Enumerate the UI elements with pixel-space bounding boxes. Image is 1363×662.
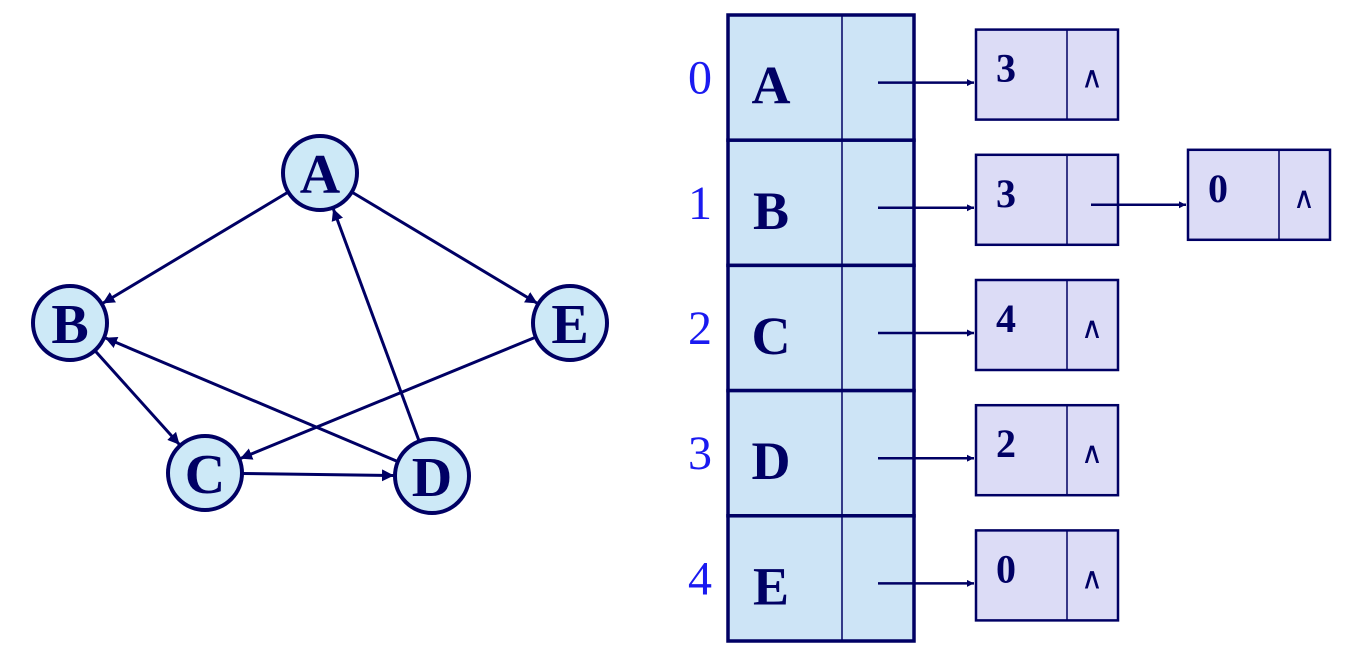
graph-edge-a-e [350, 190, 539, 305]
node-value: 2 [996, 421, 1016, 466]
vertex-cell [726, 263, 916, 393]
graph-edge-d-b [104, 336, 399, 463]
list-node: 4∧ [974, 278, 1120, 372]
node-box [974, 403, 1120, 497]
graph-edge-a-b [101, 190, 290, 305]
graph-edge-e-c [239, 335, 537, 460]
list-node: 0∧ [974, 529, 1120, 622]
vertex-name: B [753, 181, 789, 241]
list-node: 3∧ [974, 28, 1120, 121]
graph-edge-c-d [241, 469, 395, 482]
graph-edge-b-c [93, 349, 181, 446]
node-value: 0 [996, 546, 1016, 591]
vertex-circle [31, 284, 109, 362]
row-index: 4 [688, 552, 712, 605]
graph-edges [93, 190, 539, 482]
node-box [974, 278, 1120, 372]
vertex-label: B [51, 294, 88, 356]
vertex-label: A [300, 144, 341, 206]
graph-vertex-c: C [166, 434, 244, 512]
vertex-cell [726, 514, 916, 643]
null-pointer-symbol: ∧ [1081, 311, 1103, 346]
vertex-label: C [185, 444, 225, 506]
list-node: 2∧ [974, 403, 1120, 497]
graph-vertex-d: D [393, 437, 471, 515]
row-index: 0 [688, 52, 712, 105]
row-index: 2 [688, 302, 712, 355]
row-index: 1 [688, 177, 712, 230]
node-box [974, 529, 1120, 622]
graph-vertex-a: A [281, 134, 359, 212]
vertex-label: E [551, 294, 588, 356]
node-value: 4 [996, 296, 1016, 341]
vertex-label: D [412, 447, 452, 509]
null-pointer-symbol: ∧ [1081, 61, 1103, 96]
vertex-name: A [752, 56, 791, 116]
vertex-name: E [753, 556, 789, 616]
null-pointer-symbol: ∧ [1081, 436, 1103, 471]
vertex-circle [166, 434, 244, 512]
node-value: 3 [996, 171, 1016, 216]
vertex-cell [726, 13, 916, 142]
node-box [1186, 148, 1332, 242]
node-box [974, 28, 1120, 121]
null-pointer-symbol: ∧ [1293, 181, 1315, 216]
vertex-circle [531, 284, 609, 362]
graph-vertex-e: E [531, 284, 609, 362]
list-node: 0∧ [1186, 148, 1332, 242]
node-value: 0 [1208, 166, 1228, 211]
vertex-name: D [752, 431, 791, 491]
graph-vertex-b: B [31, 284, 109, 362]
vertex-circle [393, 437, 471, 515]
node-value: 3 [996, 46, 1016, 91]
graph-edge-d-a [331, 208, 421, 442]
list-node: 3 [974, 153, 1186, 247]
vertex-name: C [752, 306, 791, 366]
node-box [974, 153, 1120, 247]
vertex-circle [281, 134, 359, 212]
vertex-cell [726, 388, 916, 518]
graph-vertices: A B C D E [31, 134, 609, 515]
null-pointer-symbol: ∧ [1081, 561, 1103, 596]
vertex-cell [726, 138, 916, 268]
row-index: 3 [688, 427, 712, 480]
